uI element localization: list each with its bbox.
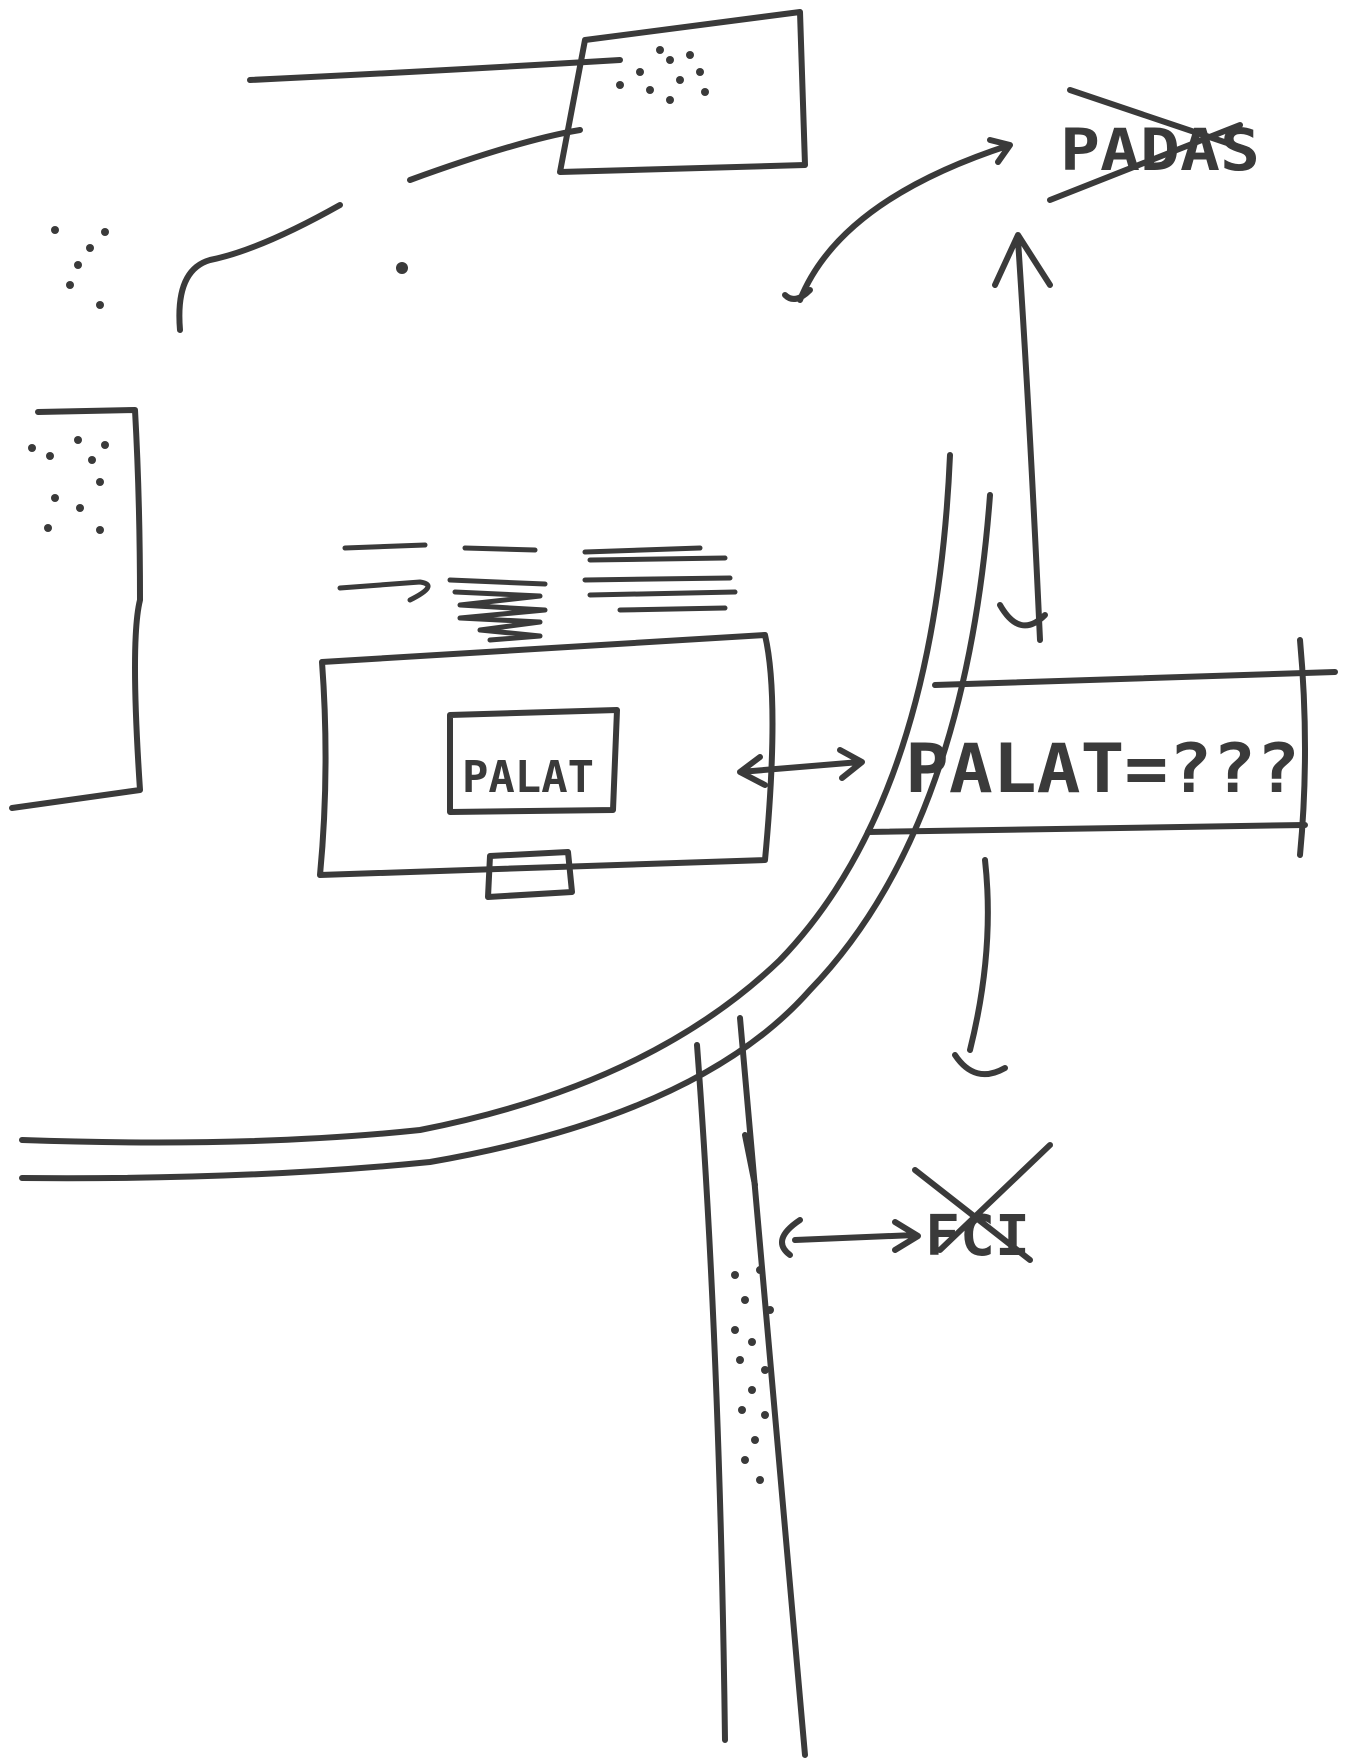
arrow-down-from-box	[955, 860, 1005, 1074]
top-block	[560, 12, 805, 172]
arrow-to-crossed-bottom	[782, 1220, 918, 1255]
building-label: PALAT	[462, 752, 594, 803]
curved-road	[22, 455, 990, 1178]
question-label: PALAT=???	[905, 730, 1300, 809]
vertical-road	[697, 1018, 805, 1755]
arrow-to-crossed-top	[785, 140, 1010, 300]
scatter-dots	[51, 226, 408, 309]
left-block	[12, 410, 140, 808]
hatch-lines	[340, 545, 735, 640]
vertical-arrow-right	[995, 235, 1050, 640]
top-road	[179, 60, 620, 330]
double-arrow-building	[740, 750, 862, 785]
